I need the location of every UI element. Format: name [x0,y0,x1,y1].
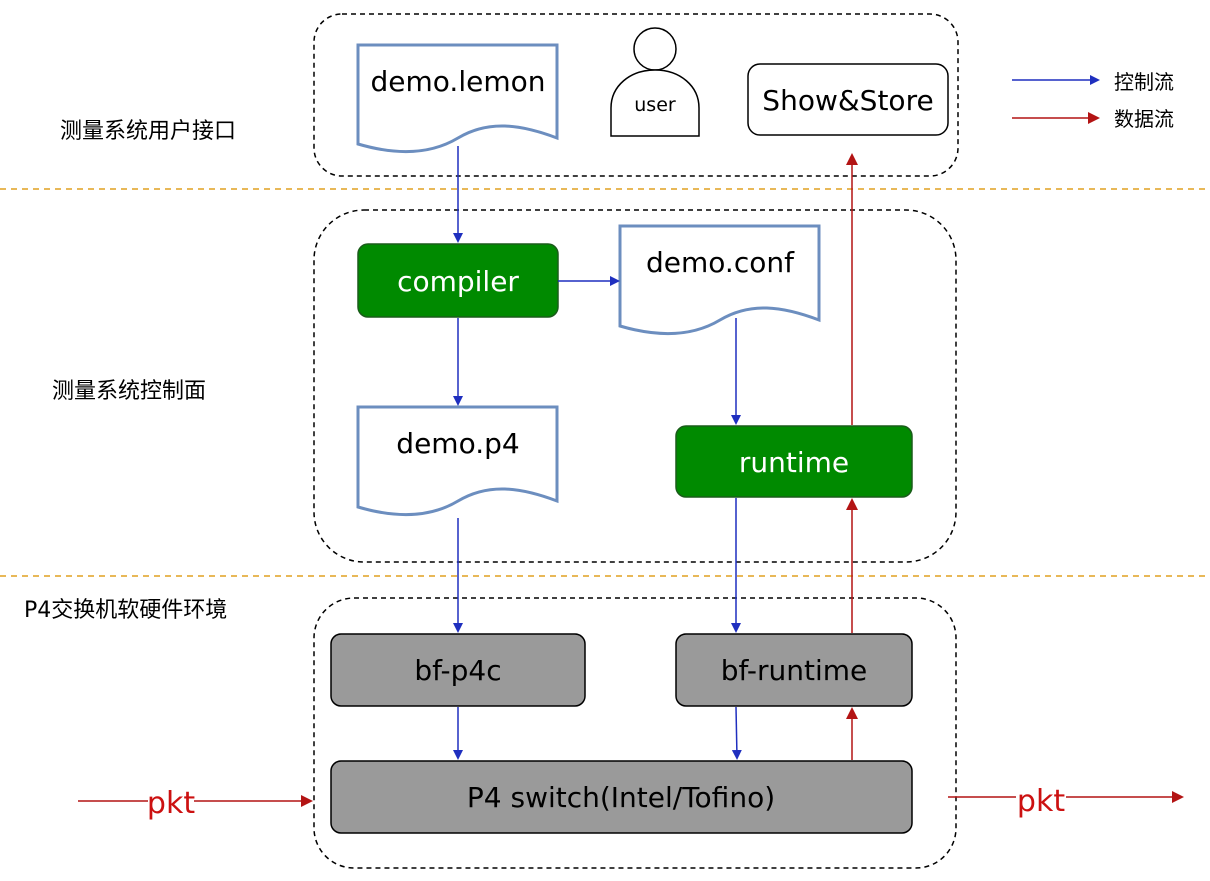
bf-p4c-box[interactable]: bf-p4c [330,633,586,707]
compiler-label: compiler [397,265,519,298]
user-body-icon [610,69,700,137]
layer-label-user-interface: 测量系统用户接口 [60,119,236,144]
show-store-label: Show&Store [762,84,933,117]
demo-lemon-document[interactable]: demo.lemon [356,43,559,154]
demo-conf-label: demo.conf [646,246,795,279]
runtime-box[interactable]: runtime [675,425,913,498]
arrow-bfruntime-to-switch [731,706,742,760]
packet-in-label: pkt [147,786,195,821]
user-actor[interactable]: user [610,27,700,137]
user-label: user [634,94,676,116]
bf-runtime-box[interactable]: bf-runtime [675,633,913,707]
packet-in-flow: pkt [78,786,313,821]
packet-out-flow: pkt [948,784,1184,819]
user-interface-group [313,13,959,177]
packet-out-label: pkt [1017,784,1065,819]
p4-switch-label: P4 switch(Intel/Tofino) [467,781,775,814]
legend-control-label: 控制流 [1114,70,1174,94]
demo-conf-document[interactable]: demo.conf [618,224,821,336]
legend: 控制流 数据流 [1012,70,1174,131]
p4-switch-box[interactable]: P4 switch(Intel/Tofino) [330,760,913,834]
compiler-box[interactable]: compiler [357,243,559,318]
demo-p4-label: demo.p4 [396,427,519,460]
show-store-box[interactable]: Show&Store [747,63,949,136]
control-plane-group [313,209,957,563]
layer-label-switch-env: P4交换机软硬件环境 [24,598,227,623]
legend-data-label: 数据流 [1114,107,1174,131]
layer-label-control-plane: 测量系统控制面 [52,379,206,404]
runtime-label: runtime [739,446,849,479]
bf-p4c-label: bf-p4c [414,654,501,687]
user-head-icon [633,27,677,71]
switch-env-group [313,597,957,869]
demo-p4-document[interactable]: demo.p4 [356,405,559,517]
bf-runtime-label: bf-runtime [721,654,867,687]
demo-lemon-label: demo.lemon [371,65,546,98]
